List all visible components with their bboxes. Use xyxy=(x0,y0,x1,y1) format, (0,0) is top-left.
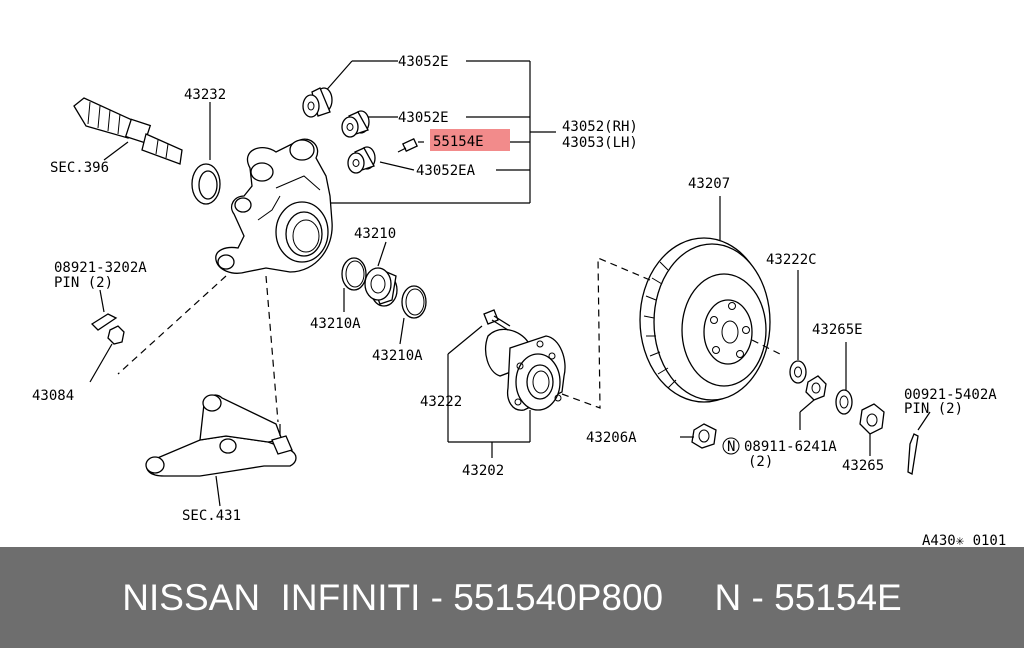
label-43084: 43084 xyxy=(32,388,74,404)
hub-bolt-43206a xyxy=(691,423,717,449)
label-43052-rh: 43052(RH) xyxy=(562,119,638,135)
label-43210: 43210 xyxy=(354,226,396,242)
label-43206a: 43206A xyxy=(586,430,637,446)
hub-43202 xyxy=(485,328,566,411)
seal-43232 xyxy=(191,163,221,205)
label-43222: 43222 xyxy=(420,394,462,410)
label-43202: 43202 xyxy=(462,463,504,479)
label-43053-lh: 43053(LH) xyxy=(562,135,638,151)
disc-rotor-43207 xyxy=(639,237,771,403)
label-43265e: 43265E xyxy=(812,322,863,338)
part-highlight xyxy=(430,129,510,151)
nut-08911-6241a xyxy=(805,375,827,401)
cotter-pin-right xyxy=(907,433,919,475)
label-43222c: 43222C xyxy=(766,252,817,268)
bushing-43052ea xyxy=(347,146,376,174)
knuckle xyxy=(215,138,333,274)
bushing-43052e-mid xyxy=(341,110,370,138)
drive-shaft-sec396 xyxy=(73,97,183,165)
snap-ring-right-43210a xyxy=(401,285,427,319)
lower-arm-sec431 xyxy=(145,394,297,477)
assembly-dashed-lines xyxy=(117,257,785,423)
label-43052e-top: 43052E xyxy=(398,54,449,70)
label-pin-code-left: 08921-3202A xyxy=(54,260,147,276)
bushing-43052e-top xyxy=(302,87,333,118)
snap-ring-left-43210a xyxy=(341,257,367,291)
label-43265: 43265 xyxy=(842,458,884,474)
castle-nut-43265 xyxy=(859,403,885,435)
stud-bolt-43222 xyxy=(483,309,511,331)
label-43210a-left: 43210A xyxy=(310,316,361,332)
label-43210a-right: 43210A xyxy=(372,348,423,364)
label-43207: 43207 xyxy=(688,176,730,192)
footer-band xyxy=(0,547,1024,648)
label-nut-qty: (2) xyxy=(748,454,773,470)
label-43232: 43232 xyxy=(184,87,226,103)
nut-43084 xyxy=(107,325,125,345)
nut-marker-circle xyxy=(722,437,740,455)
label-43052e-mid: 43052E xyxy=(398,110,449,126)
label-sec396: SEC.396 xyxy=(50,160,109,176)
cotter-pin-left xyxy=(90,313,118,331)
washer-43222c xyxy=(789,360,807,384)
label-nut-marker: N xyxy=(727,439,735,455)
label-pin-left: PIN (2) xyxy=(54,275,113,291)
washer-43265e xyxy=(835,389,853,415)
label-pin-right: PIN (2) xyxy=(904,401,963,417)
label-pin-code-right: 00921-5402A xyxy=(904,387,997,403)
label-55154e: 55154E xyxy=(433,134,484,150)
bolt-55154e xyxy=(397,137,418,153)
label-nut-code: 08911-6241A xyxy=(744,439,837,455)
knuckle-bracket-lines xyxy=(315,60,556,204)
bearing-43210 xyxy=(364,267,398,307)
label-43052ea: 43052EA xyxy=(416,163,476,179)
footer-part-number: NISSAN INFINITI - 551540P800 N - 55154E xyxy=(122,577,902,618)
figure-code: A430✳ 0101 xyxy=(922,533,1006,549)
bracket-43202 xyxy=(447,325,531,458)
label-sec431: SEC.431 xyxy=(182,508,241,524)
